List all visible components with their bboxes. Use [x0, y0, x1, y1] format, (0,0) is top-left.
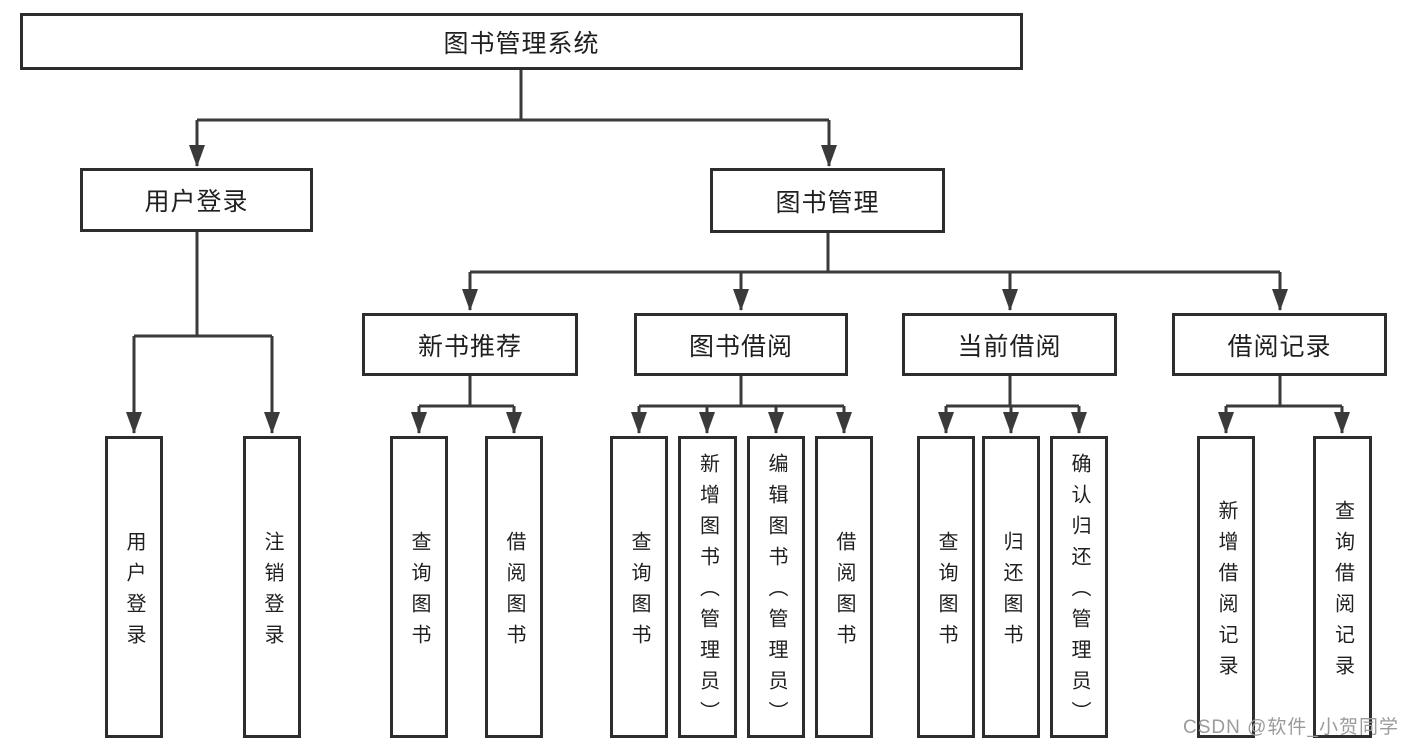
leaf-label: 查询图书 [935, 530, 957, 655]
leaf-confirm-return-admin: 确认归还（管理员） [1050, 436, 1108, 738]
leaf-label: 确认归还（管理员） [1068, 453, 1090, 732]
node-current-borrow: 当前借阅 [902, 313, 1117, 376]
node-label: 用户登录 [144, 188, 249, 216]
leaf-query-books-recommend: 查询图书 [390, 436, 448, 738]
leaf-label: 新增图书（管理员） [696, 453, 719, 732]
leaf-label: 借阅图书 [503, 530, 525, 655]
leaf-label: 归还图书 [1000, 530, 1022, 655]
leaf-borrow-books-recommend: 借阅图书 [485, 436, 543, 738]
leaf-borrow-books-borrow: 借阅图书 [815, 436, 873, 738]
leaf-add-borrow-record: 新增借阅记录 [1197, 436, 1255, 738]
node-book-borrow: 图书借阅 [634, 313, 848, 376]
leaf-label: 编辑图书（管理员） [765, 453, 787, 732]
leaf-label: 查询借阅记录 [1331, 499, 1354, 686]
leaf-add-book-admin: 新增图书（管理员） [678, 436, 737, 738]
node-user-login: 用户登录 [80, 168, 313, 232]
leaf-logout: 注销登录 [243, 436, 301, 738]
node-root-system: 图书管理系统 [20, 13, 1023, 70]
node-book-management: 图书管理 [710, 168, 945, 233]
leaf-query-books-borrow: 查询图书 [610, 436, 668, 738]
leaf-label: 新增借阅记录 [1215, 499, 1237, 686]
node-label: 借阅记录 [1227, 332, 1332, 361]
node-borrow-records: 借阅记录 [1172, 313, 1387, 376]
leaf-label: 查询图书 [628, 530, 650, 655]
leaf-return-book: 归还图书 [982, 436, 1040, 738]
node-label: 图书借阅 [688, 332, 793, 361]
node-label: 图书管理 [775, 188, 880, 217]
leaf-label: 注销登录 [261, 530, 283, 655]
leaf-query-books-current: 查询图书 [917, 436, 975, 738]
leaf-user-login: 用户登录 [105, 436, 163, 738]
csdn-watermark: CSDN @软件_小贺同学 [1183, 717, 1399, 738]
node-label: 新书推荐 [417, 332, 522, 361]
leaf-edit-book-admin: 编辑图书（管理员） [747, 436, 805, 738]
leaf-label: 查询图书 [408, 530, 430, 655]
node-root-label: 图书管理系统 [443, 29, 600, 58]
leaf-label: 用户登录 [123, 530, 145, 655]
leaf-query-borrow-record: 查询借阅记录 [1313, 436, 1372, 738]
node-label: 当前借阅 [957, 332, 1062, 361]
leaf-label: 借阅图书 [833, 530, 855, 655]
node-new-book-recommend: 新书推荐 [362, 313, 578, 376]
